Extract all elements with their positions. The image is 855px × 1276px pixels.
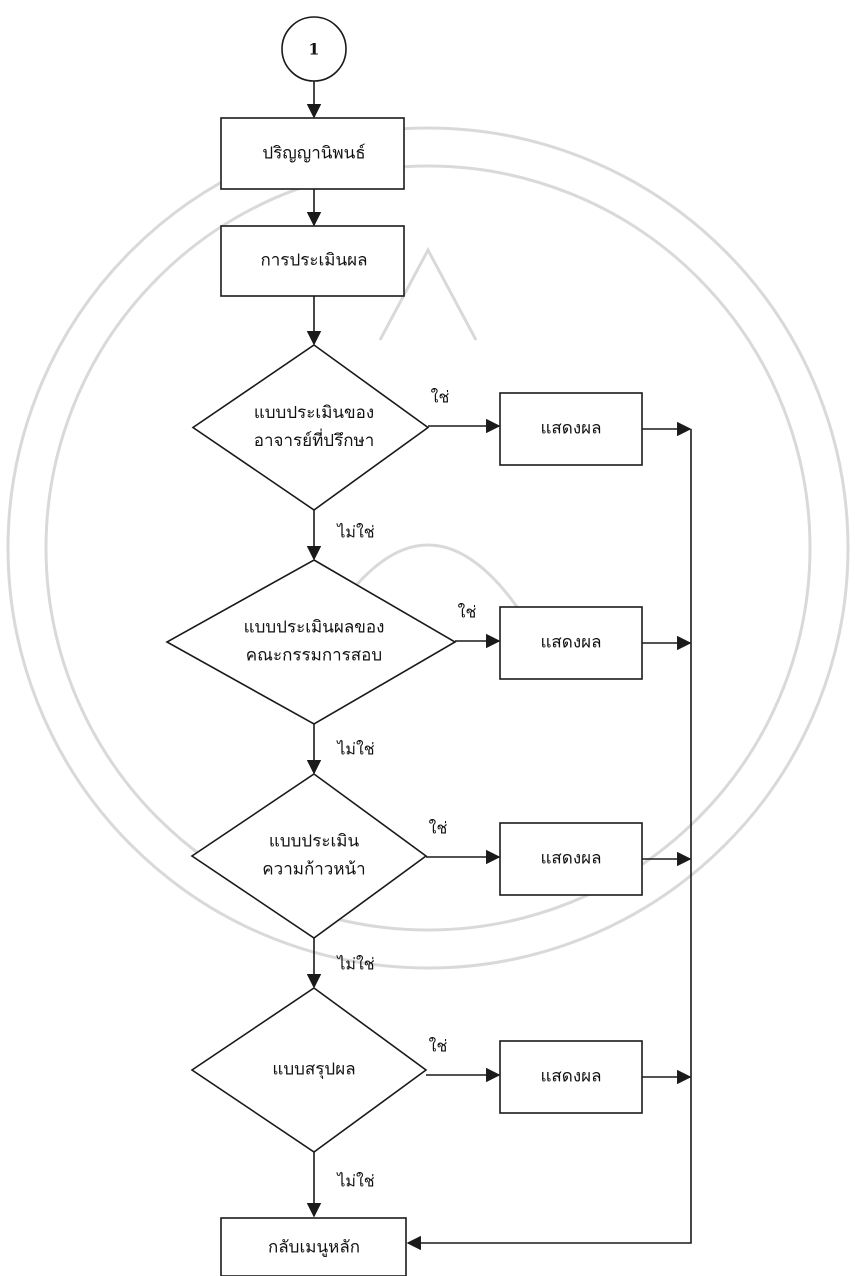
process-evaluation-box xyxy=(220,225,405,297)
decision-3-label-line-1: แบบประเมิน xyxy=(269,832,360,852)
no-label-1: ไม่ใช่ xyxy=(335,523,374,542)
no-label-2: ไม่ใช่ xyxy=(335,740,374,759)
display-result-label-4: แสดงผล xyxy=(540,1067,601,1087)
display-result-box-1 xyxy=(499,392,643,466)
decision-2-label-line-2: คณะกรรมการสอบ xyxy=(246,646,382,666)
decision-3-diamond xyxy=(190,773,428,939)
no-label-3: ไม่ใช่ xyxy=(335,955,374,974)
process-evaluation-label: การประเมินผล xyxy=(260,251,367,271)
yes-label-3: ใช่ xyxy=(429,819,448,838)
process-thesis-box xyxy=(220,117,405,190)
yes-label-4: ใช่ xyxy=(429,1037,448,1056)
connector-label: 1 xyxy=(308,40,319,59)
flow-nodes: 1 ปริญญานิพนธ์การประเมินผลแบบประเมินของอา… xyxy=(165,16,643,1276)
decision-2-diamond xyxy=(165,559,457,725)
no-label-4: ไม่ใช่ xyxy=(335,1172,374,1191)
process-main-menu-box xyxy=(220,1217,407,1276)
decision-3-label-line-2: ความก้าวหน้า xyxy=(262,860,365,880)
process-main-menu-label: กลับเมนูหลัก xyxy=(268,1238,360,1258)
display-result-box-3 xyxy=(499,822,643,896)
connector-circle xyxy=(281,16,347,82)
display-result-box-2 xyxy=(499,606,643,680)
display-result-label-3: แสดงผล xyxy=(540,849,601,869)
decision-4-label-line-1: แบบสรุปผล xyxy=(272,1060,355,1080)
return-line-to-main-menu xyxy=(406,429,692,1251)
decision-1-diamond xyxy=(191,344,430,511)
yes-label-1: ใช่ xyxy=(431,388,450,407)
decision-1-label-line-1: แบบประเมินของ xyxy=(254,403,374,423)
decision-2-label-line-1: แบบประเมินผลของ xyxy=(244,618,385,638)
display-result-box-4 xyxy=(499,1040,643,1114)
process-thesis-label: ปริญญานิพนธ์ xyxy=(262,144,365,164)
yes-label-2: ใช่ xyxy=(458,603,477,622)
display-result-label-2: แสดงผล xyxy=(540,633,601,653)
decision-1-label-line-2: อาจารย์ที่ปรึกษา xyxy=(254,428,375,451)
decision-4-diamond xyxy=(190,987,428,1153)
display-result-label-1: แสดงผล xyxy=(540,419,601,439)
flow-arrows xyxy=(306,81,692,1251)
